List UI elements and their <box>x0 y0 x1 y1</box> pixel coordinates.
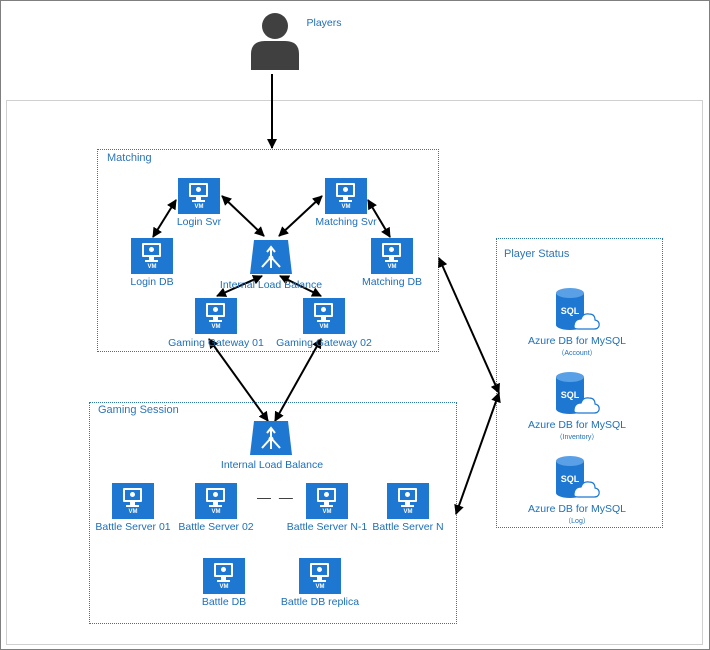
matching-db-label: Matching DB <box>361 276 423 288</box>
matching-lb-label: Internal Load Balance <box>219 279 323 291</box>
matching-group-title: Matching <box>107 152 152 164</box>
gateway-02-vm-icon: VM <box>303 298 345 334</box>
arrow-gateway01-session-lb <box>208 338 269 422</box>
arrow-matchingsvr-matchingdb <box>367 199 391 238</box>
person-icon <box>251 13 299 70</box>
arrow-loginsvr-logindb <box>152 199 177 238</box>
login-svr-label: Login Svr <box>176 216 222 228</box>
load-balancer-icon <box>250 421 292 455</box>
gateway-02-label: Gaming Gateway 02 <box>276 337 372 349</box>
system-boundary <box>6 100 703 645</box>
database-icon: SQL <box>556 288 600 330</box>
battle-server-n1-vm-icon: VM <box>306 483 348 519</box>
login-svr-vm-icon: VM <box>178 178 220 214</box>
battle-db-replica-label: Battle DB replica <box>280 596 360 608</box>
battle-db-label: Battle DB <box>201 596 247 608</box>
svg-text:SQL: SQL <box>561 390 580 400</box>
battle-server-n-label: Battle Server N <box>372 521 444 533</box>
gateway-01-vm-icon: VM <box>195 298 237 334</box>
battle-server-01-vm-icon: VM <box>112 483 154 519</box>
matching-svr-vm-icon: VM <box>325 178 367 214</box>
svg-text:SQL: SQL <box>561 474 580 484</box>
battle-server-n-vm-icon: VM <box>387 483 429 519</box>
db-log-label: Azure DB for MySQL <box>527 503 627 515</box>
db-log-sublabel: （Log） <box>564 518 590 525</box>
db-account-label: Azure DB for MySQL <box>527 335 627 347</box>
database-icon: SQL <box>556 456 600 498</box>
matching-db-vm-icon: VM <box>371 238 413 274</box>
battle-server-02-vm-icon: VM <box>195 483 237 519</box>
db-inventory-sublabel: （Inventory） <box>555 434 599 441</box>
db-inventory-label: Azure DB for MySQL <box>527 419 627 431</box>
battle-server-01-label: Battle Server 01 <box>95 521 171 533</box>
battle-db-vm-icon: VM <box>203 558 245 594</box>
arrow-lb-gateway01 <box>216 275 263 297</box>
ellipsis-dashes: — — <box>257 489 295 505</box>
gateway-01-label: Gaming Gateway 01 <box>168 337 264 349</box>
arrow-loginsvr-lb <box>221 195 265 237</box>
session-lb-label: Internal Load Balance <box>220 459 324 471</box>
battle-server-02-label: Battle Server 02 <box>178 521 254 533</box>
database-icon: SQL <box>556 372 600 414</box>
login-db-label: Login DB <box>130 276 174 288</box>
arrow-gateway02-session-lb <box>274 338 322 422</box>
arrow-lb-gateway02 <box>279 275 322 297</box>
matching-svr-label: Matching Svr <box>315 216 377 228</box>
svg-text:SQL: SQL <box>561 306 580 316</box>
load-balancer-icon <box>250 240 292 274</box>
players-label: Players <box>306 17 342 29</box>
login-db-vm-icon: VM <box>131 238 173 274</box>
player-status-group-title: Player Status <box>504 248 570 260</box>
gaming-session-group-title: Gaming Session <box>98 404 179 416</box>
arrow-matchingsvr-lb <box>278 195 323 237</box>
db-account-sublabel: （Account） <box>557 350 597 357</box>
battle-db-replica-vm-icon: VM <box>299 558 341 594</box>
arrow-matching-playerstatus <box>438 257 500 394</box>
arrow-session-playerstatus <box>454 392 501 515</box>
battle-server-n1-label: Battle Server N-1 <box>286 521 368 533</box>
